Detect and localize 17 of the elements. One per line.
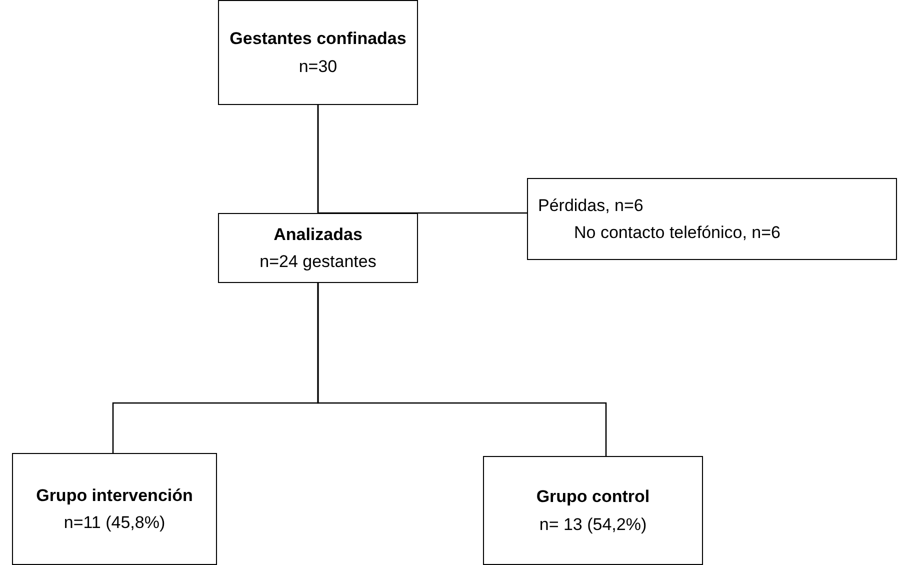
box-text: n=11 (45,8%) bbox=[64, 512, 166, 534]
box-text: n=24 gestantes bbox=[260, 251, 376, 273]
connector-line bbox=[317, 105, 527, 214]
box-text: n= 13 (54,2%) bbox=[539, 514, 647, 536]
connector-line bbox=[317, 283, 607, 456]
flow-box bbox=[218, 213, 418, 283]
box-heading: Analizadas bbox=[274, 224, 362, 246]
box-text: n=30 bbox=[298, 56, 338, 78]
flow-box bbox=[218, 0, 418, 105]
box-heading: Grupo intervención bbox=[36, 484, 193, 507]
box-text: No contacto telefónico, n=6 bbox=[573, 222, 780, 244]
box-heading: Grupo control bbox=[536, 486, 650, 508]
box-heading: Gestantes confinadas bbox=[230, 28, 406, 50]
flow-box bbox=[483, 456, 703, 565]
flow-box bbox=[527, 178, 897, 260]
flow-box bbox=[12, 453, 217, 565]
box-heading: Pérdidas, n=6 bbox=[538, 194, 644, 217]
